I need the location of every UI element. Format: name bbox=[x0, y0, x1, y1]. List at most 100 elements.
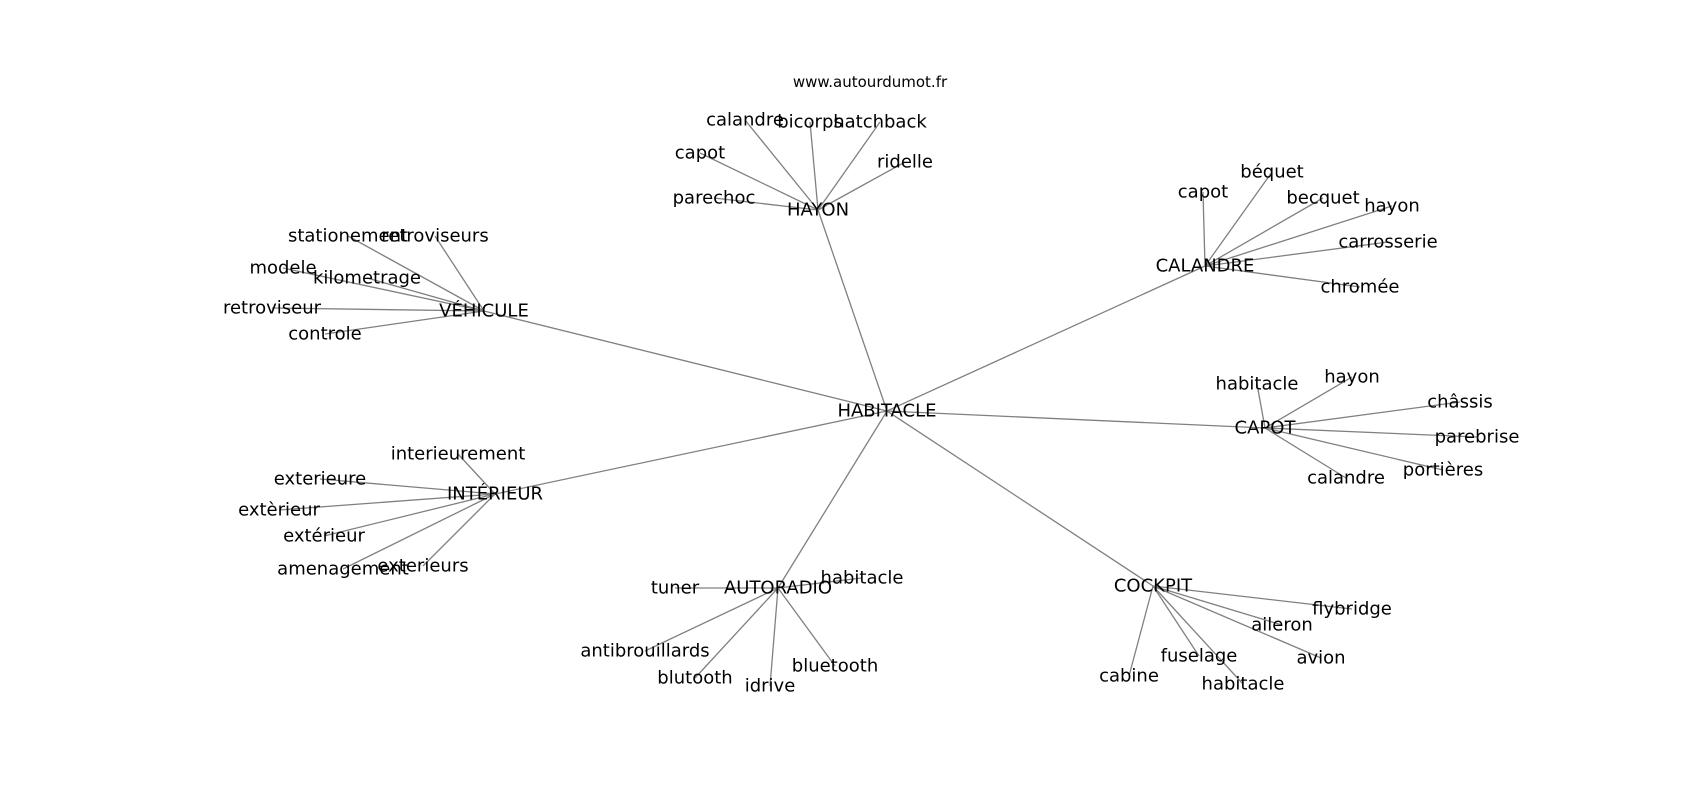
edge-center-calandre bbox=[886, 265, 1206, 412]
edge-hayon-leaf bbox=[744, 119, 819, 211]
edge-hayon-leaf bbox=[713, 197, 819, 211]
edge-autoradio-leaf bbox=[769, 587, 779, 687]
leaf-node-label: avion bbox=[1296, 648, 1345, 669]
edge-vehicule-leaf bbox=[324, 310, 485, 335]
edge-vehicule-leaf bbox=[282, 267, 485, 312]
hub-node-cockpit: COCKPIT bbox=[1114, 576, 1193, 597]
leaf-node-label: capot bbox=[675, 143, 725, 164]
leaf-node-label: modele bbox=[249, 258, 316, 279]
edge-vehicule-leaf bbox=[366, 277, 485, 312]
edge-capot-leaf bbox=[1264, 427, 1478, 438]
edge-autoradio-leaf bbox=[694, 587, 779, 679]
edge-calandre-leaf bbox=[1202, 191, 1206, 267]
edge-cockpit-leaf bbox=[1152, 585, 1353, 610]
edge-hayon-leaf bbox=[817, 121, 881, 211]
edge-cockpit-leaf bbox=[1152, 585, 1200, 657]
leaf-node-label: retroviseurs bbox=[381, 226, 488, 247]
leaf-node-label: carrosserie bbox=[1338, 232, 1437, 253]
leaf-node-label: kilometrage bbox=[313, 268, 421, 289]
edge-capot-leaf bbox=[1264, 376, 1353, 429]
leaf-node-label: béquet bbox=[1240, 162, 1303, 183]
leaf-node-label: blutooth bbox=[657, 668, 732, 689]
edge-capot-leaf bbox=[1264, 427, 1444, 471]
edge-calandre-leaf bbox=[1204, 171, 1273, 267]
center-node-label: HABITACLE bbox=[837, 401, 936, 422]
hub-node-capot: CAPOT bbox=[1235, 418, 1297, 439]
edge-interieur-leaf bbox=[457, 453, 496, 495]
leaf-node-label: bicorps bbox=[777, 112, 843, 133]
edge-vehicule-leaf bbox=[434, 235, 485, 312]
leaf-node-label: stationement bbox=[288, 226, 408, 247]
leaf-node-label: idrive bbox=[745, 676, 796, 697]
hub-node-vehicule: VÉHICULE bbox=[439, 300, 529, 322]
edge-vehicule-leaf bbox=[347, 235, 485, 312]
leaf-node-label: antibrouillards bbox=[580, 641, 709, 662]
edge-cockpit-leaf bbox=[1152, 585, 1322, 659]
edge-capot-leaf bbox=[1264, 401, 1461, 429]
edge-interieur-leaf bbox=[323, 493, 496, 537]
leaf-node-label: aileron bbox=[1251, 615, 1313, 636]
edge-calandre-leaf bbox=[1204, 197, 1324, 267]
leaf-node-label: parebrise bbox=[1435, 427, 1520, 448]
leaf-node-label: portières bbox=[1403, 460, 1483, 481]
leaf-node-label: fuselage bbox=[1161, 646, 1238, 667]
edge-interieur-leaf bbox=[278, 493, 496, 511]
edge-hayon-leaf bbox=[809, 121, 819, 211]
edge-calandre-leaf bbox=[1204, 241, 1389, 267]
edge-autoradio-leaf bbox=[644, 587, 779, 652]
leaf-node-label: extèrieur bbox=[238, 500, 320, 521]
edge-cockpit-leaf bbox=[1152, 585, 1283, 626]
leaf-node-label: tuner bbox=[651, 578, 700, 599]
site-label: www.autourdumot.fr bbox=[793, 73, 948, 91]
edge-center-hayon bbox=[817, 209, 888, 412]
edge-autoradio-leaf bbox=[777, 577, 863, 589]
edge-autoradio-leaf bbox=[777, 587, 836, 667]
hub-node-autoradio: AUTORADIO bbox=[724, 578, 832, 599]
edge-calandre-leaf bbox=[1204, 205, 1393, 267]
leaf-node-label: hayon bbox=[1364, 196, 1420, 217]
leaf-node-label: chromée bbox=[1320, 277, 1399, 298]
leaf-node-label: exterieure bbox=[274, 469, 367, 490]
edge-center-interieur bbox=[494, 410, 888, 495]
leaf-node-label: flybridge bbox=[1312, 599, 1392, 620]
leaf-node-label: châssis bbox=[1427, 392, 1492, 413]
leaf-node-label: cabine bbox=[1099, 666, 1159, 687]
graph-edges bbox=[271, 119, 1478, 687]
hub-node-interieur: INTÉRIEUR bbox=[447, 483, 543, 505]
edge-hayon-leaf bbox=[817, 161, 906, 211]
leaf-node-label: parechoc bbox=[673, 188, 756, 209]
leaf-node-label: interieurement bbox=[391, 444, 526, 465]
edge-cockpit-leaf bbox=[1128, 585, 1154, 677]
leaf-node-label: habitacle bbox=[1216, 374, 1299, 395]
edge-center-vehicule bbox=[483, 310, 888, 412]
leaf-node-label: capot bbox=[1178, 182, 1228, 203]
edge-interieur-leaf bbox=[342, 493, 496, 570]
leaf-node-label: hayon bbox=[1324, 367, 1380, 388]
hub-node-calandre: CALANDRE bbox=[1156, 256, 1255, 277]
edge-vehicule-leaf bbox=[271, 307, 485, 312]
leaf-node-label: controle bbox=[288, 324, 361, 345]
edge-center-cockpit bbox=[886, 410, 1154, 587]
edge-cockpit-leaf bbox=[1152, 585, 1244, 685]
leaf-node-label: extérieur bbox=[283, 526, 365, 547]
edge-capot-leaf bbox=[1256, 383, 1266, 429]
edge-center-autoradio bbox=[777, 410, 888, 589]
edge-interieur-leaf bbox=[319, 478, 496, 495]
edge-center-capot bbox=[886, 410, 1266, 429]
leaf-node-label: calandre bbox=[1307, 468, 1385, 489]
leaf-node-label: exterieurs bbox=[377, 556, 468, 577]
edge-capot-leaf bbox=[1264, 427, 1347, 479]
edge-hayon-leaf bbox=[699, 152, 819, 211]
leaf-node-label: calandre bbox=[706, 110, 784, 131]
leaf-node-label: habitacle bbox=[1202, 674, 1285, 695]
edge-calandre-leaf bbox=[1204, 265, 1361, 288]
leaf-node-label: retroviseur bbox=[223, 298, 322, 319]
leaf-node-label: bluetooth bbox=[792, 656, 878, 677]
leaf-node-label: ridelle bbox=[877, 152, 933, 173]
leaf-node-label: becquet bbox=[1286, 188, 1359, 209]
leaf-node-label: habitacle bbox=[821, 568, 904, 589]
leaf-node-label: hatchback bbox=[833, 112, 927, 133]
leaf-node-label: amenagement bbox=[277, 559, 409, 580]
